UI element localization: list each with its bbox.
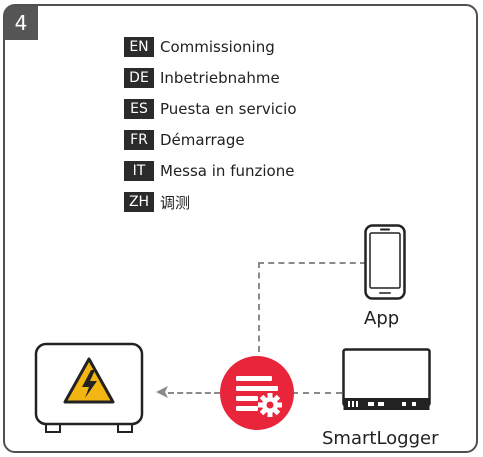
language-text: Puesta en servicio xyxy=(160,100,297,118)
language-code: ES xyxy=(124,99,154,119)
connector-to-phone xyxy=(258,262,366,264)
smartlogger-label: SmartLogger xyxy=(322,428,439,449)
language-code: EN xyxy=(124,37,154,57)
step-frame xyxy=(3,4,478,453)
language-row-fr: FR Démarrage xyxy=(124,129,297,151)
language-row-it: IT Messa in funzione xyxy=(124,160,297,182)
language-list: EN Commissioning DE Inbetriebnahme ES Pu… xyxy=(124,36,297,222)
smartlogger-icon xyxy=(342,348,431,410)
language-code: IT xyxy=(124,161,154,181)
step-number-badge: 4 xyxy=(4,6,38,40)
language-text: Commissioning xyxy=(160,38,275,56)
language-code: FR xyxy=(124,130,154,150)
connector-hub-to-logger xyxy=(292,392,342,394)
high-voltage-warning-icon xyxy=(63,357,115,404)
language-row-es: ES Puesta en servicio xyxy=(124,98,297,120)
settings-list-icon xyxy=(220,356,294,430)
smartphone-icon xyxy=(364,224,406,300)
arrow-left-icon xyxy=(156,386,168,398)
language-row-zh: ZH 调测 xyxy=(124,191,297,213)
language-text: 调测 xyxy=(160,193,191,212)
language-row-de: DE Inbetriebnahme xyxy=(124,67,297,89)
language-text: Inbetriebnahme xyxy=(160,69,280,87)
language-row-en: EN Commissioning xyxy=(124,36,297,58)
connector-hub-to-inverter xyxy=(168,392,220,394)
language-text: Démarrage xyxy=(160,131,245,149)
app-label: App xyxy=(364,308,400,329)
connector-hub-up xyxy=(258,262,260,352)
language-code: DE xyxy=(124,68,154,88)
language-text: Messa in funzione xyxy=(160,162,295,180)
language-code: ZH xyxy=(124,192,154,212)
